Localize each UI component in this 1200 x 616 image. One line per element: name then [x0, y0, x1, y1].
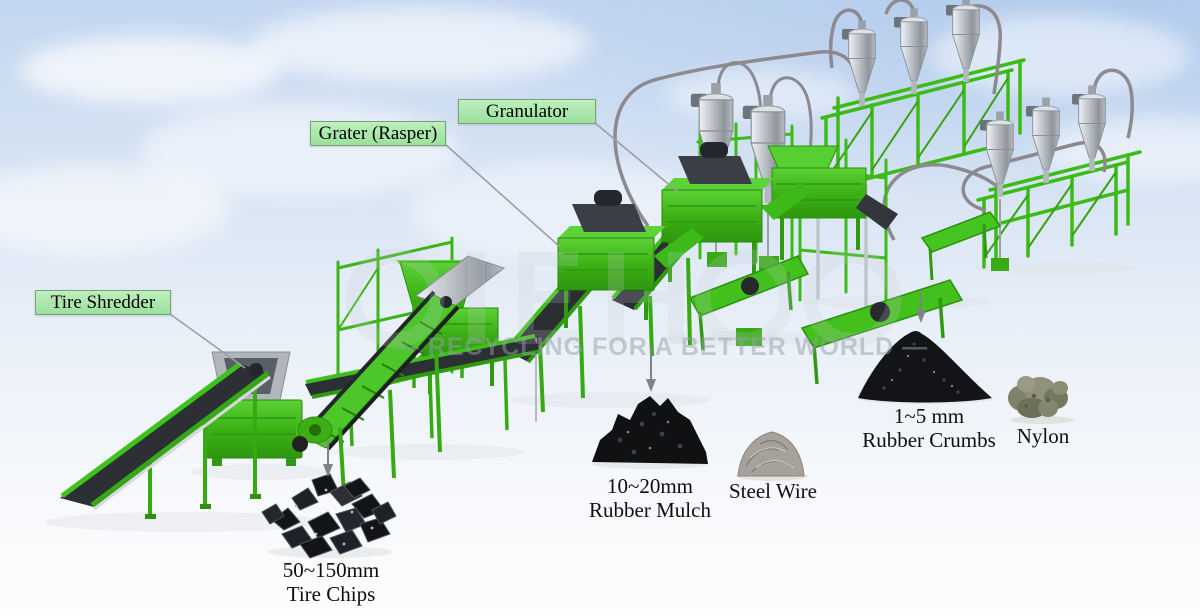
watermark-slogan: — RECYCLING FOR A BETTER WORLD — [393, 333, 929, 361]
nylon-pile [1008, 376, 1074, 424]
product-arrows [323, 292, 926, 477]
rubber-crumbs-pile [858, 331, 994, 404]
tire-chips-pile [261, 473, 397, 559]
label-tire-shredder: Tire Shredder [35, 290, 171, 315]
down-arrow-rubber-mulch [646, 346, 656, 392]
steel-wire-pile [736, 431, 808, 481]
nylon-name: Nylon [1016, 424, 1070, 448]
rubber-crumbs-name: Rubber Crumbs [862, 428, 996, 452]
caption-steel-wire: Steel Wire [729, 479, 817, 503]
incline-conveyor-2 [301, 290, 460, 497]
down-arrow-tire-chips [323, 440, 333, 477]
sorting-table [920, 211, 1002, 281]
label-leader-lines [169, 122, 679, 369]
steel-wire-name: Steel Wire [729, 479, 817, 503]
infeed-conveyor [60, 361, 271, 519]
rubber-crumbs-size: 1~5 mm [893, 404, 965, 428]
pipes [613, 0, 1002, 228]
tire-shredder-machine [205, 351, 333, 466]
tire-chips-name: Tire Chips [286, 582, 376, 606]
caption-tire-chips: 50~150mm Tire Chips [283, 558, 380, 606]
caption-rubber-mulch: 10~20mm Rubber Mulch [589, 474, 711, 522]
rubber-mulch-name: Rubber Mulch [589, 498, 711, 522]
label-grater: Grater (Rasper) [310, 121, 446, 146]
rubber-mulch-pile [592, 396, 708, 469]
vibrating-screen-1 [688, 255, 810, 351]
tire-chips-size: 50~150mm [282, 558, 380, 582]
granulator-machine [661, 142, 812, 282]
rubber-mulch-size: 10~20mm [606, 474, 694, 498]
grater-machine [535, 190, 704, 422]
down-arrow-rubber-crumbs [916, 292, 926, 323]
label-granulator: Granulator [458, 99, 596, 124]
watermark-logo [345, 248, 902, 348]
caption-rubber-crumbs: 1~5 mm Rubber Crumbs [862, 404, 996, 452]
caption-nylon: Nylon [1017, 424, 1070, 448]
